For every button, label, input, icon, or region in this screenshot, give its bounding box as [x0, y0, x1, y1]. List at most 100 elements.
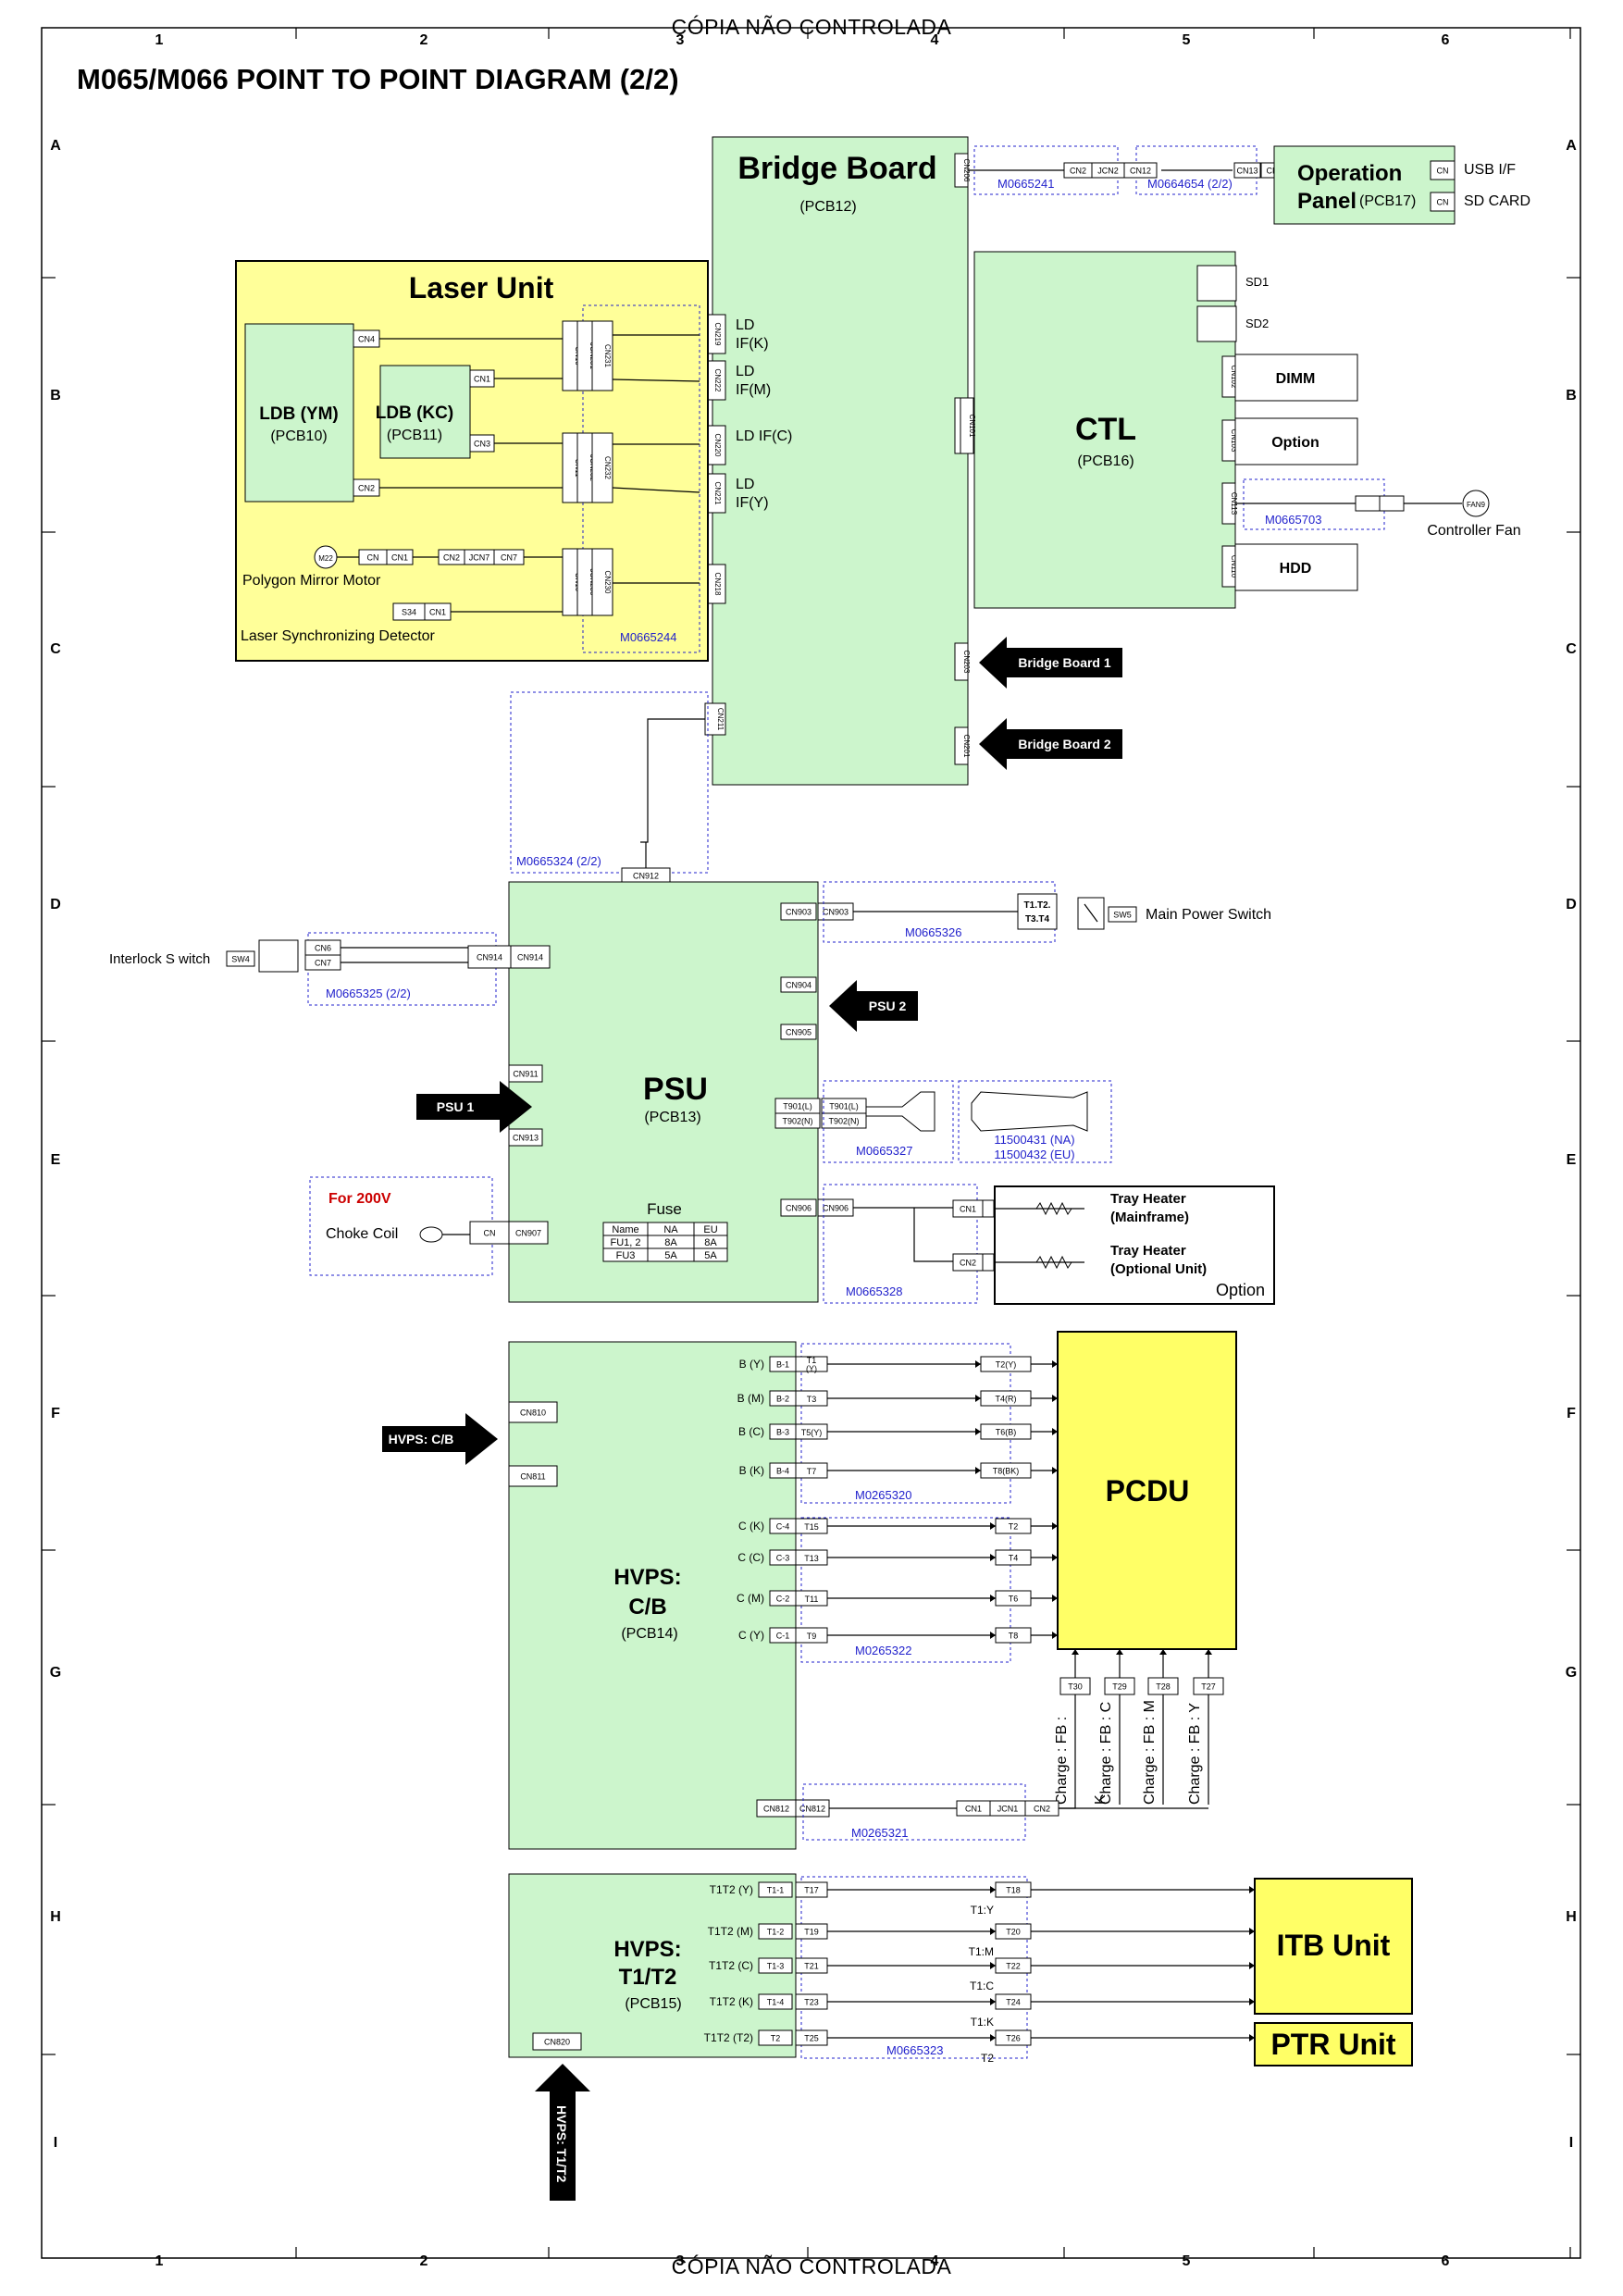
- hvps-t-pin-1: [758, 1923, 793, 1940]
- arrow-psu-2-label: PSU 2: [869, 999, 907, 1013]
- fan-connector-b: [1379, 495, 1405, 512]
- psu-pcb: (PCB13): [644, 1110, 700, 1125]
- hvps-cb-t-label-4: T15: [804, 1522, 819, 1532]
- hvps-t-out-4: T2: [981, 2052, 994, 2065]
- detector-cn1-label: CN1: [429, 608, 446, 617]
- row-label-right-E: E: [1567, 1152, 1577, 1168]
- cn904: [780, 976, 817, 993]
- hvps-t-arrowhead-4: [990, 2034, 996, 2042]
- operation-panel-title2: Panel: [1297, 189, 1357, 214]
- fan-connector-a: [1355, 495, 1381, 512]
- harness-label-320: M0265320: [855, 1488, 911, 1502]
- pcdu-term-0-label: T30: [1068, 1682, 1083, 1692]
- hvps-t-end-1-label: T20: [1006, 1928, 1021, 1937]
- choke-coil-icon: [419, 1226, 443, 1243]
- hvps-cb-t-label-1: T3: [807, 1395, 817, 1404]
- interlock-cn6-label: CN6: [315, 944, 331, 953]
- hdd-box: [1234, 543, 1358, 591]
- hvps-cb-arrowhead-4: [990, 1522, 996, 1530]
- cn201: [954, 726, 969, 765]
- hvps-t-arrowhead-1: [990, 1928, 996, 1935]
- hvps-cb-arrowhead-out-1: [1052, 1395, 1058, 1402]
- fuse-table-cell-0-1: 8A: [664, 1237, 677, 1248]
- dimm-label: DIMM: [1276, 371, 1316, 387]
- op-usb-cn-label: CN: [1437, 167, 1449, 176]
- cn232-label: CN232: [603, 456, 612, 479]
- harness-m0665244: [582, 304, 700, 653]
- detector-label: Laser Synchronizing Detector: [241, 628, 436, 644]
- heater-plug2: [982, 1253, 995, 1272]
- itb-title: ITB Unit: [1277, 1929, 1391, 1962]
- choke-option-box: [309, 1176, 493, 1276]
- op-cn13: [1233, 162, 1261, 179]
- hvps-t-title1: HVPS:: [613, 1937, 681, 1962]
- hvps-t-label-1: T1T2 (M): [708, 1925, 753, 1938]
- motor-id: M22: [318, 554, 333, 563]
- row-label-right-C: C: [1566, 641, 1577, 657]
- ldif-label-2: LD IF(C): [736, 428, 792, 444]
- sw4-label: SW4: [231, 955, 250, 964]
- sd2-slot: [1196, 305, 1237, 342]
- page-border: [41, 27, 1581, 2259]
- sw5-label-box: [1108, 906, 1137, 923]
- sd2-label: SD2: [1245, 316, 1269, 330]
- pcdu-term-3-label: T27: [1201, 1682, 1216, 1692]
- hvps-cb-pin-0-label: B-1: [776, 1360, 789, 1370]
- harness-label-328: M0665328: [846, 1285, 902, 1298]
- column-label-4: 4: [931, 32, 939, 48]
- sw4: [226, 950, 255, 967]
- choke-coil-label: Choke Coil: [326, 1226, 398, 1242]
- cn912-a-label: CN912: [633, 872, 659, 881]
- arrow-hvps-cb-label: HVPS: C/B: [389, 1432, 454, 1446]
- cn904-label: CN904: [786, 981, 812, 990]
- interlock-cn7-label: CN7: [315, 959, 331, 968]
- motor-label: Polygon Mirror Motor: [242, 573, 381, 589]
- harness-m0265322: [800, 1517, 1011, 1663]
- fuse-table-header-1: NA: [663, 1224, 678, 1235]
- pcdu-title: PCDU: [1106, 1474, 1190, 1508]
- harness-label-327: M0665327: [856, 1144, 912, 1158]
- bridge-board-pcb: (PCB12): [799, 199, 856, 215]
- hvps-cb-label-7: C (Y): [738, 1629, 764, 1642]
- hvps-cb-end-2-label: T6(B): [996, 1428, 1017, 1437]
- arrow-bridge-board-1-label: Bridge Board 1: [1018, 655, 1111, 670]
- arrow-bridge-board-2: [979, 718, 1122, 770]
- harness-label-241: M0665241: [997, 177, 1054, 191]
- row-label-C: C: [50, 641, 61, 657]
- wire-psu-bridge: [640, 718, 705, 843]
- switch-blade: [1084, 903, 1098, 923]
- column-label-1: 1: [155, 32, 164, 48]
- heater2-icon: [1035, 1255, 1072, 1270]
- arrow-hvps-t1t2: [535, 2064, 590, 2201]
- arrow-psu-1-label: PSU 1: [437, 1099, 475, 1114]
- sd-label: SD CARD: [1464, 193, 1530, 209]
- column-label-bottom-3: 3: [676, 2253, 685, 2269]
- hvps-cb-t-label-6: T11: [805, 1595, 819, 1604]
- hvps-t-arrowhead-out-4: [1249, 2034, 1255, 2042]
- ldb-kc-title: LDB (KC): [376, 403, 453, 423]
- cn812-a-label: CN812: [763, 1805, 789, 1814]
- interlock-switch-label: Interlock S witch: [109, 951, 210, 967]
- hvps-cb-arrowhead-out-0: [1052, 1360, 1058, 1368]
- cn230: [591, 548, 613, 616]
- hvps-cb-t-label-3: T7: [807, 1467, 817, 1476]
- hvps-t-pin-4-label: T2: [771, 2034, 781, 2043]
- cn820: [532, 2032, 582, 2051]
- bridge-board-title: Bridge Board: [737, 151, 936, 186]
- hvps-cb-pin-2-label: B-3: [776, 1428, 789, 1437]
- cn811: [508, 1465, 558, 1487]
- sw5-label-box-label: SW5: [1113, 911, 1132, 920]
- heater1-sub: (Mainframe): [1110, 1210, 1189, 1225]
- hvps-cb-label-1: B (M): [737, 1392, 764, 1405]
- ldb-ym: [244, 323, 354, 503]
- row-label-right-F: F: [1567, 1406, 1576, 1421]
- hvps-t-t-1-label: T19: [804, 1928, 819, 1937]
- operation-panel-pcb: (PCB17): [1359, 193, 1416, 209]
- hvps-t-t-2-label: T21: [804, 1962, 819, 1971]
- cn810-label: CN810: [520, 1409, 546, 1418]
- cn231-label: CN231: [603, 344, 612, 367]
- cn907-label: CN907: [515, 1229, 541, 1238]
- row-label-I: I: [54, 2135, 57, 2151]
- ctl-pcb: (PCB16): [1077, 453, 1134, 469]
- cn914-b-label: CN914: [517, 953, 543, 962]
